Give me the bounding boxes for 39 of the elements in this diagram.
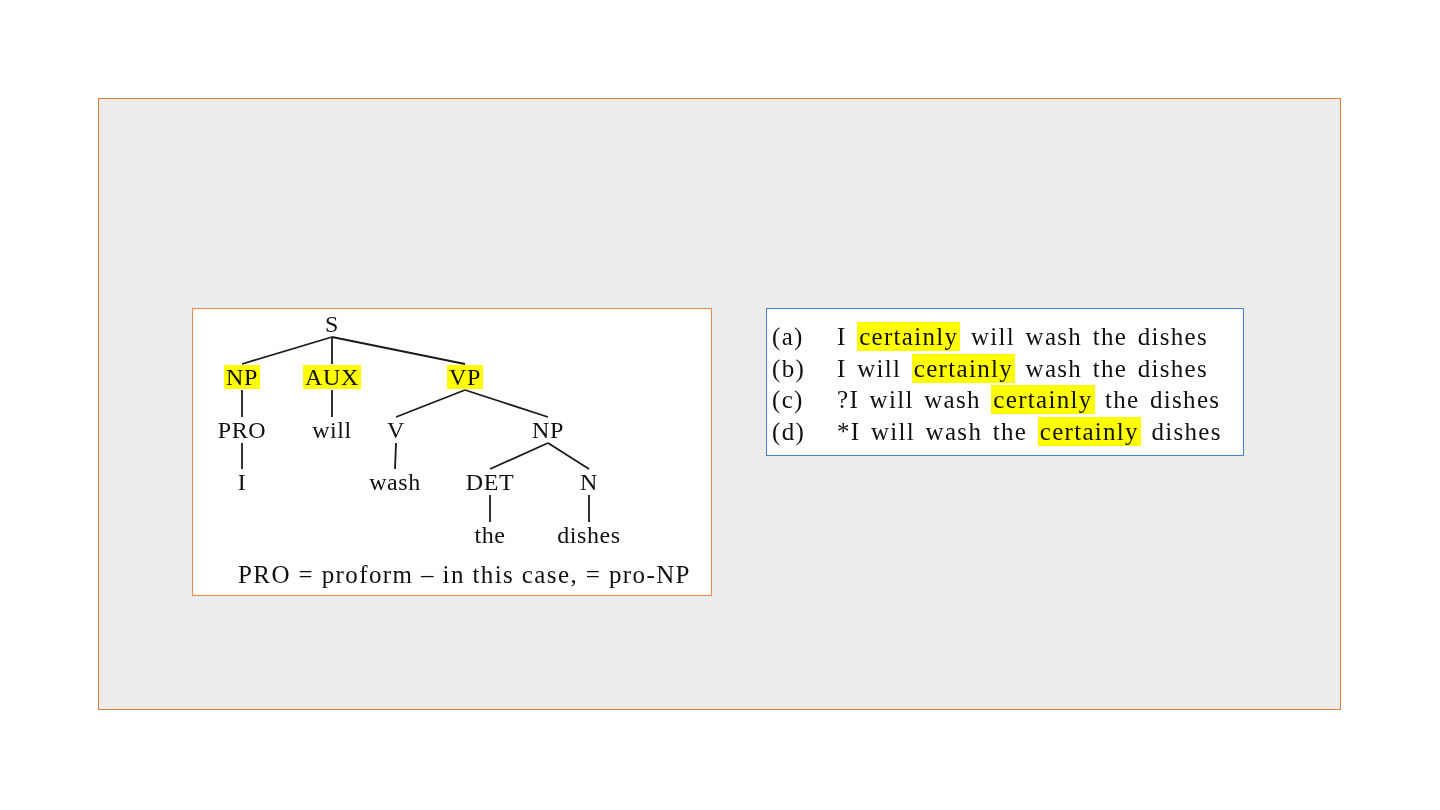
- word-label: the: [472, 523, 508, 547]
- tree-branch: [588, 494, 590, 523]
- example-sentence: ?I will wash certainly the dishes: [837, 384, 1221, 416]
- example-marker: (b): [772, 353, 806, 385]
- slide-panel: [98, 98, 1341, 710]
- example-sentences-panel: [766, 308, 1244, 456]
- tree-branch: [394, 442, 397, 470]
- tree-branch: [241, 336, 333, 365]
- tree-branch: [489, 442, 549, 470]
- footnote-text: PRO = proform – in this case, = pro-NP: [238, 561, 691, 587]
- category-label: S: [323, 312, 341, 336]
- example-sentence: *I will wash the certainly dishes: [837, 415, 1222, 448]
- tree-branch: [547, 442, 590, 470]
- tree-branch: [464, 389, 549, 418]
- syntax-tree-panel: [192, 308, 712, 596]
- category-label: DET: [463, 470, 517, 494]
- word-label: I: [235, 470, 249, 494]
- category-label: V: [385, 418, 407, 442]
- word-label: dishes: [555, 523, 623, 547]
- tree-branch: [241, 389, 243, 418]
- tree-branch: [489, 494, 491, 523]
- example-sentence: I certainly will wash the dishes: [837, 321, 1208, 353]
- word-label: wash: [367, 470, 423, 494]
- example-marker: (d): [772, 416, 806, 448]
- category-label: N: [578, 470, 600, 494]
- example-marker: (c): [772, 385, 804, 416]
- highlighted-category-label: AUX: [303, 365, 361, 389]
- example-marker: (a): [772, 322, 804, 353]
- highlighted-category-label: NP: [224, 365, 260, 389]
- highlighted-category-label: VP: [447, 365, 483, 389]
- example-sentence: I will certainly wash the dishes: [837, 352, 1208, 385]
- tree-branch: [241, 442, 243, 470]
- category-label: NP: [530, 418, 566, 442]
- tree-branch: [331, 336, 466, 365]
- tree-branch: [331, 389, 333, 418]
- tree-branch: [331, 336, 333, 365]
- word-label: will: [310, 418, 354, 442]
- category-label: PRO: [215, 418, 269, 442]
- tree-branch: [395, 389, 466, 418]
